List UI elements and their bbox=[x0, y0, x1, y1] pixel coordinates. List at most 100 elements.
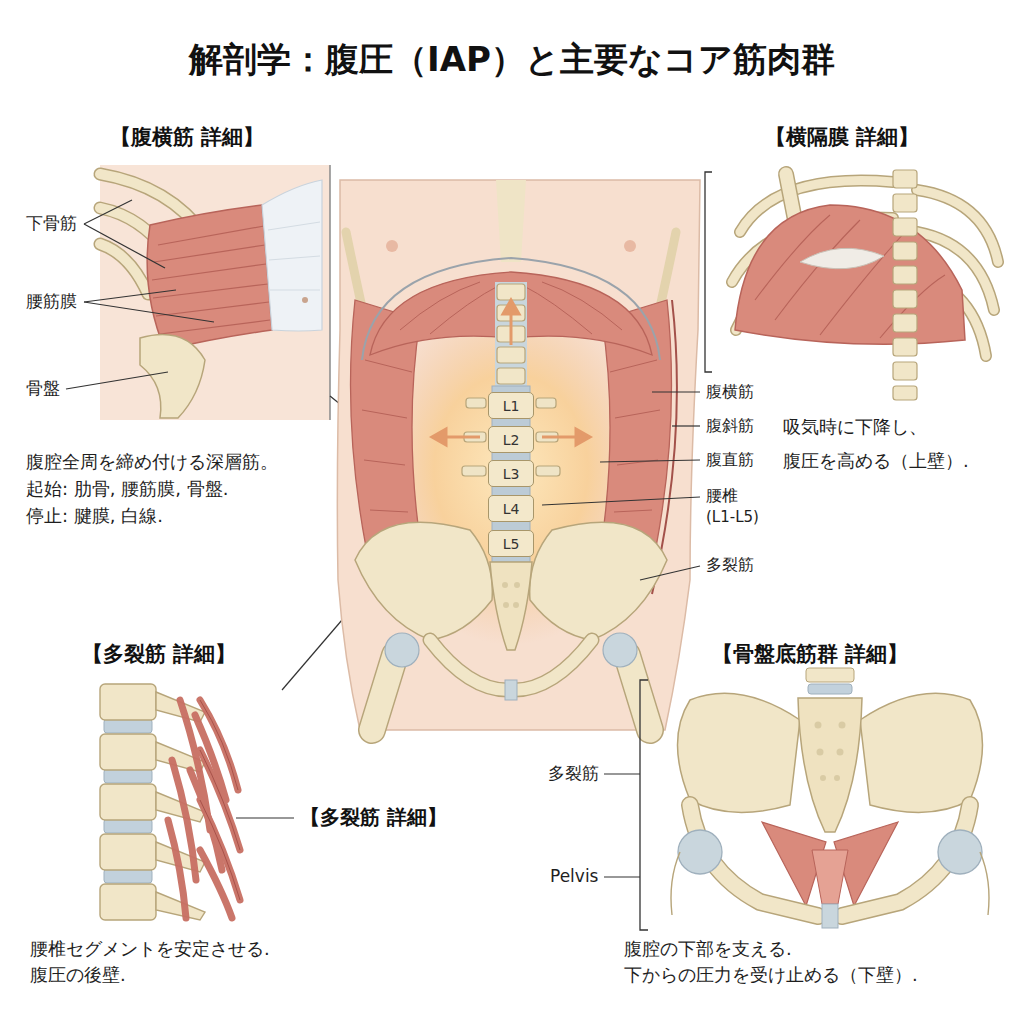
description-text: 吸気時に下降し、 bbox=[783, 416, 927, 439]
transversus-panel bbox=[154, 245, 265, 262]
pelvic-floor-panel bbox=[860, 693, 983, 812]
torso-illustration bbox=[466, 398, 486, 408]
pelvic-floor-panel bbox=[604, 668, 989, 930]
diaphragm-panel bbox=[893, 242, 917, 260]
torso-illustration bbox=[462, 466, 486, 476]
leader-line bbox=[66, 372, 168, 389]
transversus-panel bbox=[268, 222, 320, 290]
leader-line bbox=[542, 497, 700, 505]
transversus-panel bbox=[152, 226, 270, 334]
part-label: 骨盤 bbox=[26, 378, 60, 399]
pelvic-floor-panel bbox=[837, 749, 844, 756]
part-label: 腰椎 bbox=[706, 486, 738, 506]
torso-illustration bbox=[364, 460, 405, 465]
part-label: Pelvis bbox=[550, 866, 598, 887]
pelvic-floor-panel bbox=[834, 775, 840, 781]
pelvic-floor-panel bbox=[839, 722, 846, 729]
torso-illustration bbox=[370, 272, 652, 355]
multifidus-panel bbox=[200, 700, 238, 790]
pelvic-floor-panel bbox=[604, 773, 640, 774]
pelvic-floor-panel bbox=[822, 904, 838, 928]
diaphragm-panel bbox=[800, 248, 884, 268]
pelvic-floor-panel bbox=[980, 852, 989, 915]
diaphragm-panel bbox=[893, 170, 917, 188]
multifidus-panel bbox=[200, 700, 240, 900]
panel-heading: 【腹横筋 詳細】 bbox=[110, 124, 264, 150]
torso-illustration bbox=[615, 410, 660, 418]
torso-illustration bbox=[370, 510, 408, 512]
pelvic-floor-panel bbox=[817, 749, 824, 756]
description-text: 下からの圧力を受け止める（下壁）. bbox=[624, 964, 918, 987]
pelvic-floor-panel bbox=[820, 775, 826, 781]
diagram-title: 解剖学：腹圧（IAP）と主要なコア筋肉群 bbox=[0, 38, 1024, 81]
panel-heading: 【横隔膜 詳細】 bbox=[765, 124, 919, 150]
leader-line bbox=[84, 302, 214, 322]
vertebra-label: L1 bbox=[503, 398, 520, 414]
multifidus-panel bbox=[104, 819, 152, 833]
multifidus-panel bbox=[236, 817, 294, 818]
transversus-panel bbox=[270, 290, 320, 291]
vertebra-body: L3 bbox=[488, 460, 534, 487]
torso-illustration bbox=[603, 633, 637, 667]
leader-line bbox=[84, 200, 132, 224]
multifidus-panel bbox=[104, 769, 152, 783]
pelvic-floor-panel bbox=[938, 830, 982, 874]
vertebra-body: L1 bbox=[488, 392, 534, 419]
pelvic-floor-panel bbox=[815, 722, 822, 729]
transversus-panel bbox=[158, 226, 264, 245]
panel-heading: 【多裂筋 詳細】 bbox=[300, 805, 447, 830]
torso-illustration bbox=[496, 180, 526, 262]
torso-illustration bbox=[627, 655, 650, 730]
torso-illustration bbox=[513, 602, 519, 608]
leader-line bbox=[640, 566, 700, 580]
transversus-panel bbox=[140, 334, 205, 418]
multifidus-panel bbox=[100, 834, 156, 870]
torso-illustration bbox=[362, 258, 660, 360]
torso-illustration bbox=[497, 284, 525, 384]
leader-line bbox=[600, 460, 700, 462]
description-text: 腹圧の後壁. bbox=[30, 964, 126, 987]
diaphragm-panel bbox=[893, 314, 917, 332]
torso-illustration bbox=[536, 466, 560, 476]
part-label: 腹斜筋 bbox=[706, 416, 754, 436]
multifidus-panel bbox=[168, 700, 240, 918]
vertebra-body: L2 bbox=[488, 426, 534, 453]
leader-line bbox=[672, 425, 700, 426]
diaphragm-panel bbox=[735, 205, 965, 344]
pelvic-floor-panel bbox=[806, 668, 854, 682]
transversus-panel bbox=[100, 244, 148, 294]
part-label: 腹横筋 bbox=[706, 382, 754, 402]
torso-illustration bbox=[497, 368, 525, 384]
transversus-panel bbox=[302, 297, 308, 303]
vertebra-body: L5 bbox=[488, 530, 534, 557]
transversus-panel bbox=[269, 256, 320, 260]
pelvic-floor-panel bbox=[815, 722, 846, 782]
description-text: 腰椎セグメントを安定させる. bbox=[30, 938, 270, 961]
torso-illustration bbox=[576, 429, 590, 445]
multifidus-panel bbox=[168, 820, 186, 918]
transversus-panel bbox=[268, 222, 320, 230]
pelvic-floor-panel bbox=[678, 693, 801, 812]
pelvic-floor-panel bbox=[690, 805, 970, 916]
torso-illustration bbox=[502, 582, 520, 608]
part-label: 腹直筋 bbox=[706, 450, 754, 470]
torso-illustration bbox=[542, 282, 622, 330]
vertebra-label: L3 bbox=[503, 466, 520, 482]
torso-illustration bbox=[337, 180, 700, 730]
multifidus-panel bbox=[200, 850, 232, 918]
multifidus-panel bbox=[100, 684, 156, 720]
torso-illustration bbox=[337, 180, 700, 730]
transversus-panel bbox=[152, 264, 266, 280]
multifidus-panel bbox=[100, 734, 156, 770]
leader-line bbox=[84, 290, 176, 302]
transversus-panel bbox=[262, 180, 322, 331]
leader-line bbox=[282, 620, 342, 690]
pelvic-floor-panel bbox=[678, 830, 722, 874]
part-label: 下骨筋 bbox=[26, 213, 77, 234]
torso-illustration bbox=[610, 360, 657, 372]
pelvic-floor-panel bbox=[808, 684, 852, 694]
diaphragm-panel bbox=[893, 170, 917, 400]
transversus-panel bbox=[160, 320, 270, 334]
leader-line bbox=[84, 224, 165, 268]
